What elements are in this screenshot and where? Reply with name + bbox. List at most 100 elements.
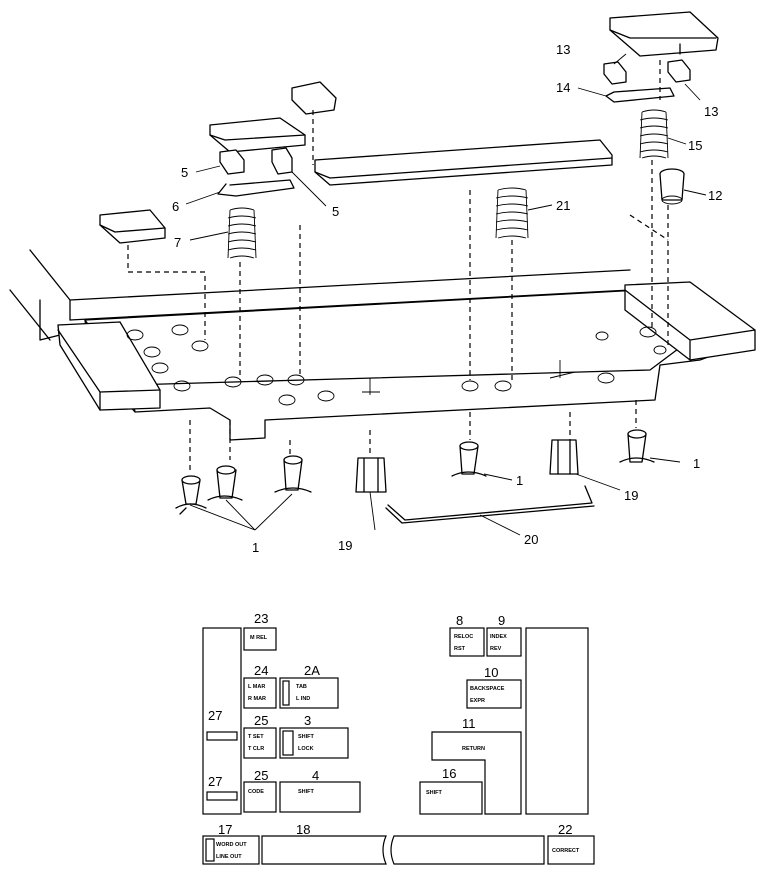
plunger-1-group	[175, 455, 312, 515]
legend-label-18: 18	[296, 822, 310, 837]
legend-label-9: 9	[498, 613, 505, 628]
clip-13-left	[603, 61, 627, 85]
legend-key-return	[431, 731, 522, 815]
callout-5a: 5	[181, 165, 188, 180]
stabilizer-wire-14	[605, 87, 675, 103]
callout-20: 20	[524, 532, 538, 547]
legend-key-code	[243, 781, 277, 813]
key-correct-text: CORRECT	[552, 848, 580, 854]
key-l-ind-text: L IND	[296, 696, 310, 702]
legend-label-17: 17	[218, 822, 232, 837]
spring-15	[639, 109, 669, 159]
keybutton-top-right	[609, 11, 719, 57]
legend-label-27b: 27	[208, 774, 222, 789]
spring-7	[227, 207, 257, 259]
legend-numbers: 23 24 2A 27 25 3 27 25 4 8 9 10 11 16 17…	[208, 611, 572, 837]
key-code-text: CODE	[248, 789, 264, 795]
callout-1a: 1	[693, 456, 700, 471]
callout-21: 21	[556, 198, 570, 213]
callout-5b: 5	[332, 204, 339, 219]
keylever-guide-assembly	[9, 249, 756, 441]
plunger-1-right	[619, 429, 655, 463]
key-expr-text: EXPR	[470, 698, 485, 704]
key-shift-lock-text-1: SHIFT	[298, 734, 315, 740]
legend-label-8: 8	[456, 613, 463, 628]
plunger-1-center	[451, 441, 487, 477]
callout-19a: 19	[624, 488, 638, 503]
legend-spacebar-left	[261, 835, 387, 865]
legend-key-shift-right	[419, 781, 483, 815]
key-rst-text: RST	[454, 646, 466, 652]
spacebar	[314, 139, 613, 186]
keybutton-wide-left	[209, 117, 306, 153]
key-rev-text: REV	[490, 646, 502, 652]
key-reloc-text: RELOC	[454, 634, 473, 640]
key-word-out-text: WORD OUT	[216, 842, 247, 848]
key-shift-left-text: SHIFT	[298, 789, 315, 795]
legend-label-23: 23	[254, 611, 268, 626]
legend-key-m-rel	[243, 627, 277, 651]
callout-13a: 13	[556, 42, 570, 57]
legend-label-24: 24	[254, 663, 268, 678]
bushing-12	[659, 168, 685, 205]
key-shift-lock-text-2: LOCK	[298, 746, 314, 752]
callout-13b: 13	[704, 104, 718, 119]
legend-label-11: 11	[462, 716, 476, 731]
legend-key-27a	[206, 731, 238, 741]
legend-label-27a: 27	[208, 708, 222, 723]
legend-key-correct	[547, 835, 595, 865]
legend-key-reloc	[449, 627, 485, 657]
wire-20	[385, 485, 595, 524]
leader-lines	[185, 53, 707, 536]
legend-label-3: 3	[304, 713, 311, 728]
key-m-rel-text: M REL	[250, 635, 268, 641]
legend-key-tab-set	[243, 727, 277, 759]
callout-6: 6	[172, 199, 179, 214]
key-backspace-text: BACKSPACE	[470, 686, 505, 692]
key-l-mar-text: L MAR	[248, 684, 265, 690]
legend-key-backspace	[466, 679, 522, 709]
legend-left-frame	[202, 627, 242, 815]
legend-label-25b: 25	[254, 768, 268, 783]
keyboard-layout-legend: M REL L MAR R MAR TAB L IND T SET T CLR …	[202, 627, 595, 865]
callout-numbers: 13 13 14 15 12 5 5 6 7 21 1 1 1 19 19 20	[172, 42, 722, 555]
key-tab-text: TAB	[296, 684, 307, 690]
callout-1c: 1	[252, 540, 259, 555]
clip-13-right	[667, 59, 691, 83]
key-t-clr-text: T CLR	[248, 746, 264, 752]
keybutton-small-top	[291, 81, 337, 115]
key-return-text: RETURN	[462, 746, 485, 752]
legend-key-word-out-inset	[205, 838, 215, 862]
callout-1b: 1	[516, 473, 523, 488]
key-r-mar-text: R MAR	[248, 696, 266, 702]
assembly-centerlines	[127, 60, 669, 470]
callout-14: 14	[556, 80, 570, 95]
legend-key-tab-inset	[282, 680, 290, 706]
legend-spacebar-right	[390, 835, 545, 865]
callout-19b: 19	[338, 538, 352, 553]
spring-21	[495, 187, 529, 239]
clip-5-left	[219, 149, 245, 175]
legend-key-shift-lock-inset	[282, 730, 294, 756]
legend-label-16: 16	[442, 766, 456, 781]
left-keybutton-small	[99, 209, 166, 244]
legend-label-4: 4	[312, 768, 319, 783]
legend-key-27b	[206, 791, 238, 801]
key-line-out-text: LINE OUT	[216, 854, 242, 860]
legend-key-index	[486, 627, 522, 657]
clip-19-right	[549, 439, 579, 475]
legend-label-22: 22	[558, 822, 572, 837]
clip-5-right	[271, 147, 293, 175]
clip-19-center	[355, 457, 387, 493]
legend-key-margins	[243, 677, 277, 709]
callout-15: 15	[688, 138, 702, 153]
legend-label-10: 10	[484, 665, 498, 680]
legend-key-shift-left	[279, 781, 361, 813]
callout-7: 7	[174, 235, 181, 250]
stabilizer-wire-6	[217, 179, 295, 197]
legend-right-frame	[525, 627, 589, 815]
legend-label-2a: 2A	[304, 663, 320, 678]
legend-label-25a: 25	[254, 713, 268, 728]
key-t-set-text: T SET	[248, 734, 264, 740]
